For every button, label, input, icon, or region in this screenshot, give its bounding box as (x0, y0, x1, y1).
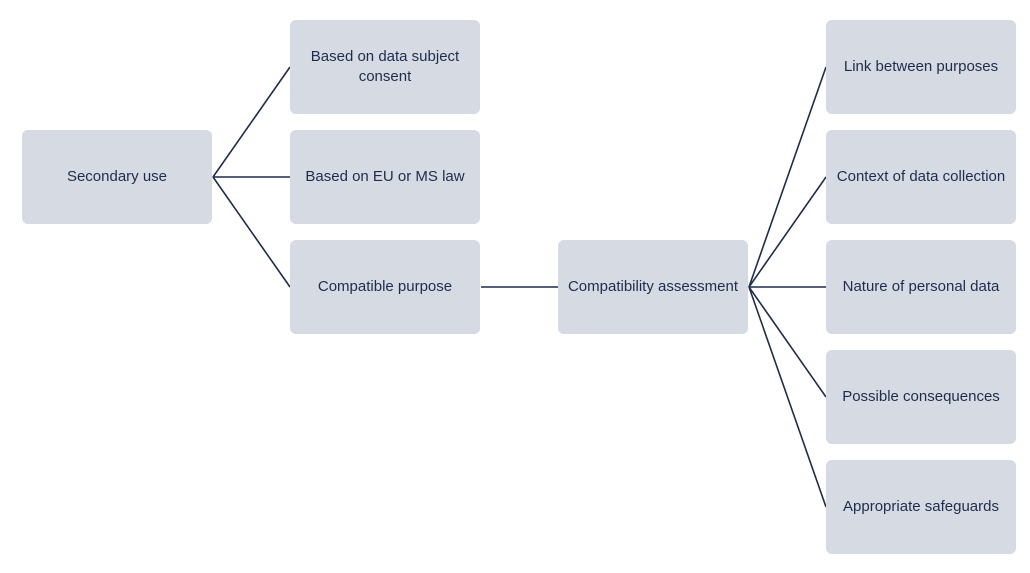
node-label: Based on data subject consent (310, 48, 460, 85)
node-label: Context of data collection (836, 168, 1006, 185)
node-label: Secondary use (66, 168, 168, 185)
connector-assessment-safeguards (748, 286, 827, 508)
node-link-between-purposes: Link between purposes (826, 20, 1016, 114)
node-law: Based on EU or MS law (290, 130, 480, 224)
connector-secondary-consent (212, 66, 291, 178)
connector-assessment-consequences (748, 286, 827, 398)
node-label: Appropriate safeguards (843, 498, 999, 515)
node-label: Based on EU or MS law (305, 168, 465, 185)
node-label: Link between purposes (843, 58, 999, 75)
node-label: Nature of personal data (842, 278, 1000, 295)
connector-assessment-context (748, 176, 827, 288)
connector-secondary-compatible (212, 176, 291, 288)
node-appropriate-safeguards: Appropriate safeguards (826, 460, 1016, 554)
node-compatible-purpose: Compatible purpose (290, 240, 480, 334)
node-compatibility-assessment: Compatibility assessment (558, 240, 748, 334)
node-possible-consequences: Possible consequences (826, 350, 1016, 444)
connector-assessment-link (748, 66, 827, 288)
node-nature-of-personal-data: Nature of personal data (826, 240, 1016, 334)
node-consent: Based on data subject consent (290, 20, 480, 114)
node-label: Compatibility assessment (567, 278, 739, 295)
node-label: Possible consequences (842, 388, 1000, 405)
node-context-of-data-collection: Context of data collection (826, 130, 1016, 224)
node-secondary-use: Secondary use (22, 130, 212, 224)
node-label: Compatible purpose (317, 278, 453, 295)
